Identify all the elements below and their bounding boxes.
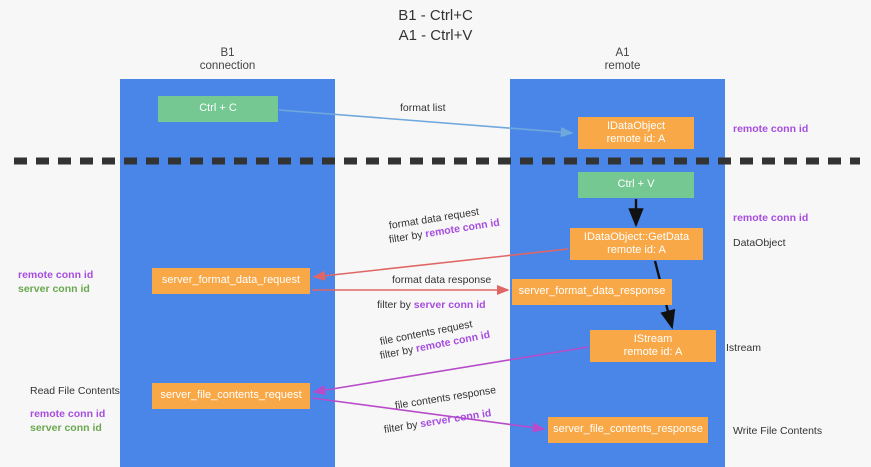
annotation-left-read-file-contents-block: Read File Contents remote conn id server… bbox=[30, 384, 120, 435]
annotation-istream: Istream bbox=[726, 341, 761, 355]
node-ctrl-c[interactable]: Ctrl + C bbox=[158, 96, 278, 122]
annotation-left-remote-conn-id-2: remote conn id bbox=[30, 408, 106, 420]
annotation-left-server-conn-id-2: server conn id bbox=[30, 422, 102, 434]
node-istream-label: IStream bbox=[633, 332, 673, 345]
node-server-file-contents-request-label: server_file_contents_request bbox=[160, 389, 302, 402]
filter-key-server-conn-id: server conn id bbox=[419, 407, 493, 431]
edge-label-format-data-response-filter: filter by server conn id bbox=[377, 298, 486, 312]
node-idataobject-getdata[interactable]: IDataObject::GetData remote id: A bbox=[570, 228, 703, 260]
node-idataobject[interactable]: IDataObject remote id: A bbox=[578, 117, 694, 149]
annotation-istream-text: Istream bbox=[726, 342, 762, 354]
node-idataobject-sublabel: remote id: A bbox=[606, 133, 666, 145]
node-server-format-data-response[interactable]: server_format_data_response bbox=[512, 279, 672, 305]
filter-prefix: filter by bbox=[377, 299, 414, 311]
column-header-a1-name: A1 bbox=[615, 47, 630, 59]
node-ctrl-c-label: Ctrl + C bbox=[199, 102, 237, 115]
annotation-left-server-conn-id-1: server conn id bbox=[18, 283, 90, 295]
annotation-dataobject-text: DataObject bbox=[733, 237, 786, 249]
edge-label-format-list: format list bbox=[400, 101, 446, 115]
column-header-a1: A1 remote bbox=[545, 47, 700, 73]
column-header-b1-name: B1 bbox=[220, 47, 235, 59]
node-server-format-data-request-label: server_format_data_request bbox=[161, 274, 301, 287]
node-ctrl-v[interactable]: Ctrl + V bbox=[578, 172, 694, 198]
node-idataobject-getdata-label: IDataObject::GetData bbox=[583, 230, 690, 243]
node-istream[interactable]: IStream remote id: A bbox=[590, 330, 716, 362]
edge-label-format-data-response: format data response bbox=[392, 273, 491, 287]
edge-label-format-data-response-text: format data response bbox=[392, 274, 492, 286]
node-server-format-data-response-label: server_format_data_response bbox=[518, 285, 666, 298]
column-header-b1: B1 connection bbox=[150, 47, 305, 73]
node-idataobject-getdata-sublabel: remote id: A bbox=[607, 244, 666, 256]
filter-prefix: filter by bbox=[383, 418, 422, 436]
annotation-left-remote-conn-id-1: remote conn id bbox=[18, 269, 94, 281]
node-server-format-data-request[interactable]: server_format_data_request bbox=[152, 268, 310, 294]
annotation-remote-conn-id-mid-text: remote conn id bbox=[733, 212, 809, 224]
node-server-file-contents-response-label: server_file_contents_response bbox=[553, 423, 703, 436]
node-server-file-contents-response[interactable]: server_file_contents_response bbox=[548, 417, 708, 443]
node-server-file-contents-request[interactable]: server_file_contents_request bbox=[152, 383, 310, 409]
annotation-left-conn-ids: remote conn id server conn id bbox=[18, 268, 93, 296]
edge-label-format-list-text: format list bbox=[400, 102, 446, 114]
node-idataobject-label: IDataObject bbox=[606, 119, 666, 132]
filter-key-server-conn-id: server conn id bbox=[413, 299, 486, 311]
title-line-2: A1 - Ctrl+V bbox=[398, 27, 473, 44]
column-header-a1-role: remote bbox=[604, 60, 641, 72]
annotation-read-file-contents: Read File Contents bbox=[30, 385, 120, 397]
node-ctrl-v-label: Ctrl + V bbox=[617, 178, 655, 191]
page-title: B1 - Ctrl+C A1 - Ctrl+V bbox=[0, 6, 871, 46]
title-line-1: B1 - Ctrl+C bbox=[398, 7, 473, 24]
column-header-b1-role: connection bbox=[199, 60, 256, 72]
annotation-remote-conn-id-mid: remote conn id bbox=[733, 211, 808, 225]
node-istream-sublabel: remote id: A bbox=[623, 346, 683, 358]
annotation-dataobject: DataObject bbox=[733, 236, 786, 250]
annotation-remote-conn-id-top-text: remote conn id bbox=[733, 123, 809, 135]
annotation-write-file-contents: Write File Contents bbox=[733, 424, 822, 438]
annotation-remote-conn-id-top: remote conn id bbox=[733, 122, 808, 136]
annotation-write-file-contents-text: Write File Contents bbox=[733, 425, 823, 437]
